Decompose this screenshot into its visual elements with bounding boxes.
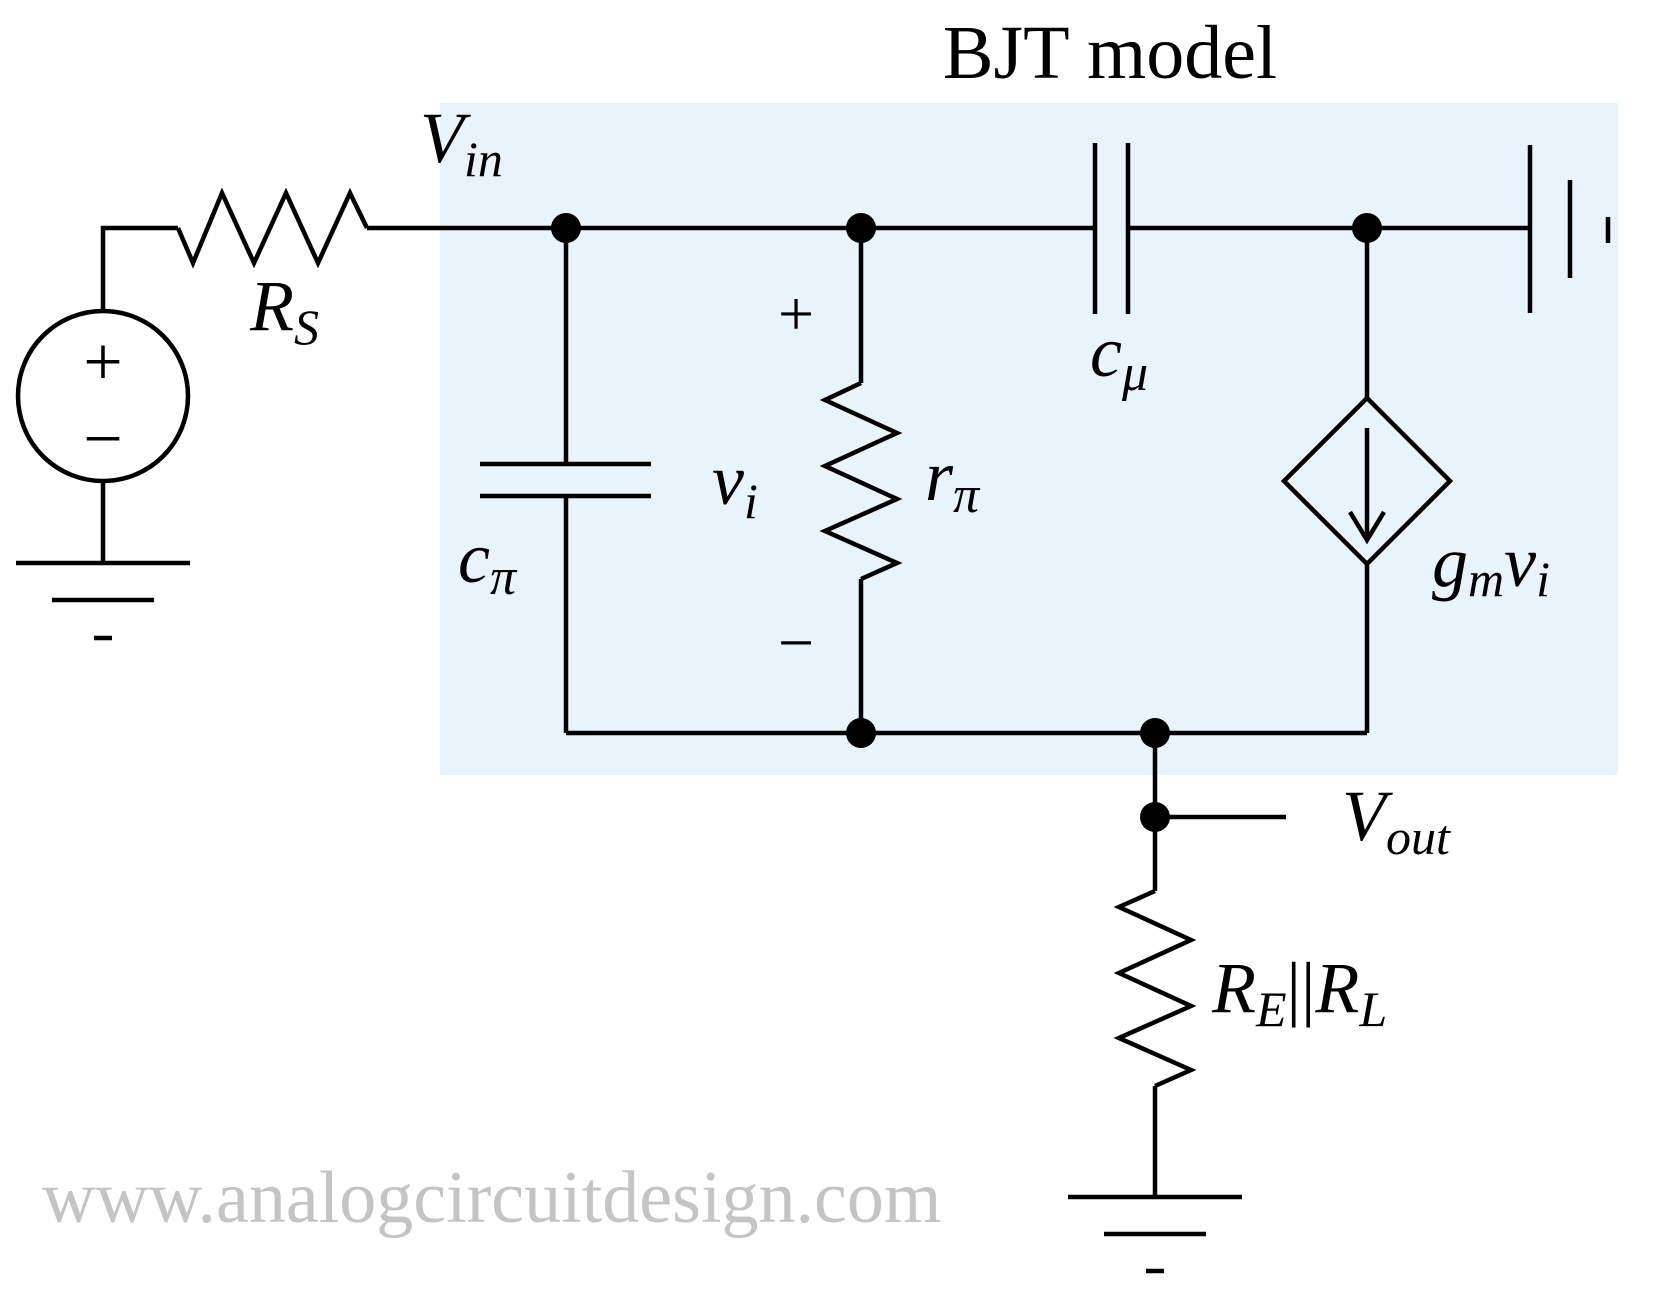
ground-symbol-output xyxy=(1068,1194,1242,1274)
source-plus-sign: + xyxy=(83,324,122,401)
junction-dot xyxy=(846,213,876,243)
label-r-s: RS xyxy=(249,266,319,355)
label-r-pi: rπ xyxy=(925,436,981,524)
dc-supply-battery xyxy=(1527,145,1611,313)
source-minus-sign: − xyxy=(83,401,122,478)
junction-dot xyxy=(1140,802,1170,832)
junction-dot xyxy=(1352,213,1382,243)
junction-dot xyxy=(551,213,581,243)
wire-source-to-rs xyxy=(100,225,178,311)
label-v-in: Vin xyxy=(420,98,503,187)
label-re-parallel-rl: RE||RL xyxy=(1211,948,1387,1037)
resistor-r-pi xyxy=(819,380,903,582)
bjt-model-title: BJT model xyxy=(943,11,1277,95)
voltage-source: + − xyxy=(15,308,191,484)
label-c-mu: cμ xyxy=(1090,312,1148,402)
ground-symbol-source xyxy=(16,560,190,641)
vi-minus-sign: − xyxy=(778,607,814,678)
junction-dot xyxy=(846,718,876,748)
label-c-pi: cπ xyxy=(458,518,518,606)
label-gm-vi: gmvi xyxy=(1432,522,1550,607)
down-arrow-icon xyxy=(1348,428,1386,545)
label-v-out: Vout xyxy=(1342,776,1451,865)
bjt-model-region xyxy=(440,103,1618,775)
resistor-rs xyxy=(175,187,370,269)
label-v-i: vi xyxy=(712,440,758,529)
junction-dot xyxy=(1140,718,1170,748)
watermark: www.analogcircuitdesign.com xyxy=(42,1157,941,1239)
resistor-re-rl xyxy=(1113,888,1197,1089)
vi-plus-sign: + xyxy=(778,278,814,349)
